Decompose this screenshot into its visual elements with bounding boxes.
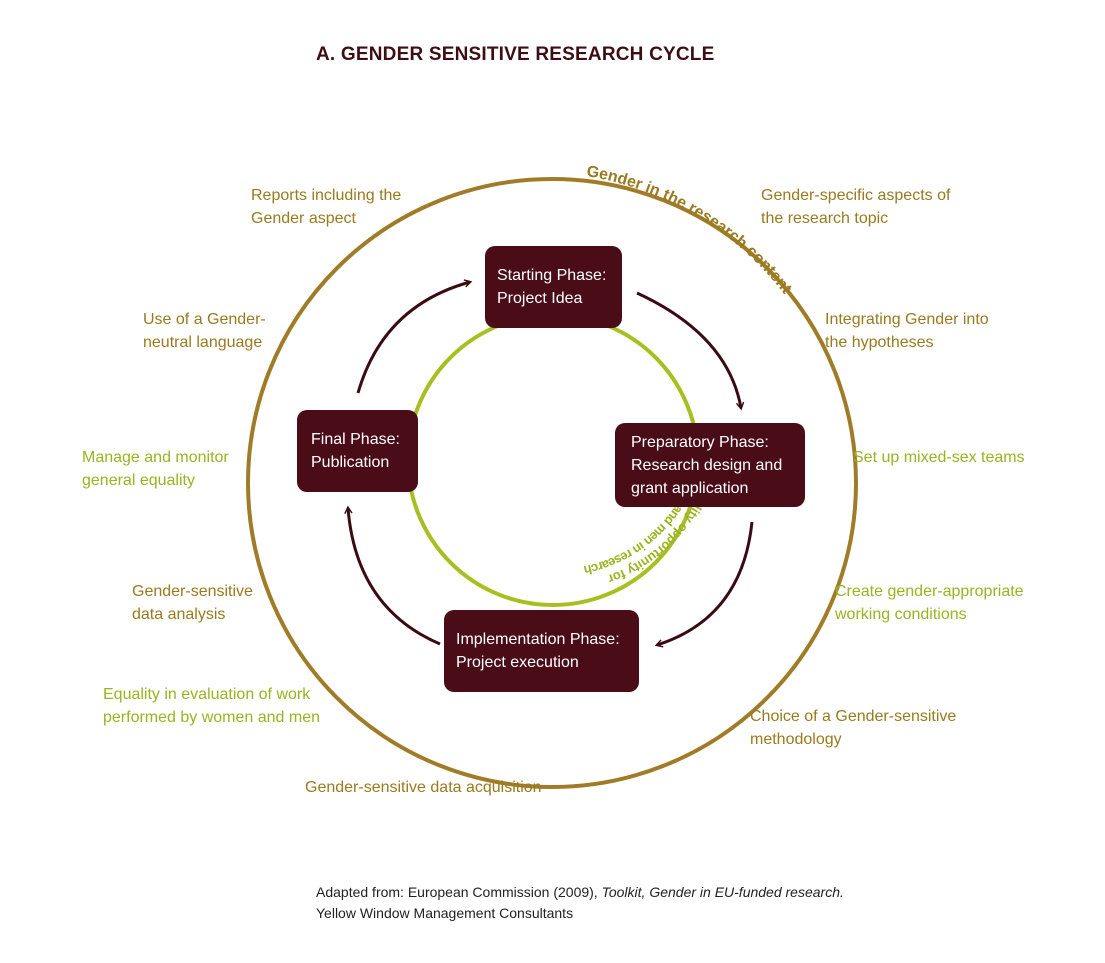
label-manage-equality: Manage and monitor general equality bbox=[82, 449, 229, 489]
arrow-start-to-preparatory bbox=[636, 291, 745, 411]
label-evaluation: Equality in evaluation of work performed… bbox=[103, 686, 320, 726]
label-methodology: Choice of a Gender-sensitive methodology bbox=[750, 708, 957, 748]
label-data-analysis: Gender-sensitive data analysis bbox=[132, 583, 253, 623]
source-caption: Adapted from: European Commission (2009)… bbox=[316, 882, 844, 924]
caption-italic: Toolkit, Gender in EU-funded research. bbox=[601, 884, 844, 900]
arrow-preparatory-to-implementation bbox=[654, 521, 754, 648]
label-reports: Reports including the Gender aspect bbox=[251, 187, 402, 227]
outer-ring bbox=[246, 177, 858, 789]
label-data-acquisition: Gender-sensitive data acquisition bbox=[305, 779, 542, 796]
arrow-implementation-to-final bbox=[344, 505, 441, 646]
final-phase-box: Final Phase: Publication bbox=[297, 410, 418, 492]
arrow-final-to-start bbox=[356, 279, 473, 394]
label-hypotheses: Integrating Gender into the hypotheses bbox=[825, 311, 989, 351]
label-specific-aspects: Gender-specific aspects of the research … bbox=[761, 187, 951, 227]
caption-prefix: Adapted from: European Commission (2009)… bbox=[316, 884, 602, 900]
implementation-phase-box: Implementation Phase: Project execution bbox=[444, 610, 639, 692]
diagram-title: A. GENDER SENSITIVE RESEARCH CYCLE bbox=[316, 44, 715, 65]
starting-phase-box: Starting Phase: Project Idea bbox=[485, 246, 622, 328]
label-mixed-teams: Set up mixed-sex teams bbox=[853, 449, 1025, 466]
caption-line2: Yellow Window Management Consultants bbox=[316, 905, 574, 921]
preparatory-phase-box: Preparatory Phase: Research design and g… bbox=[615, 423, 805, 507]
label-neutral-language: Use of a Gender- neutral language bbox=[143, 311, 266, 351]
label-working-conditions: Create gender-appropriate working condit… bbox=[835, 583, 1024, 623]
